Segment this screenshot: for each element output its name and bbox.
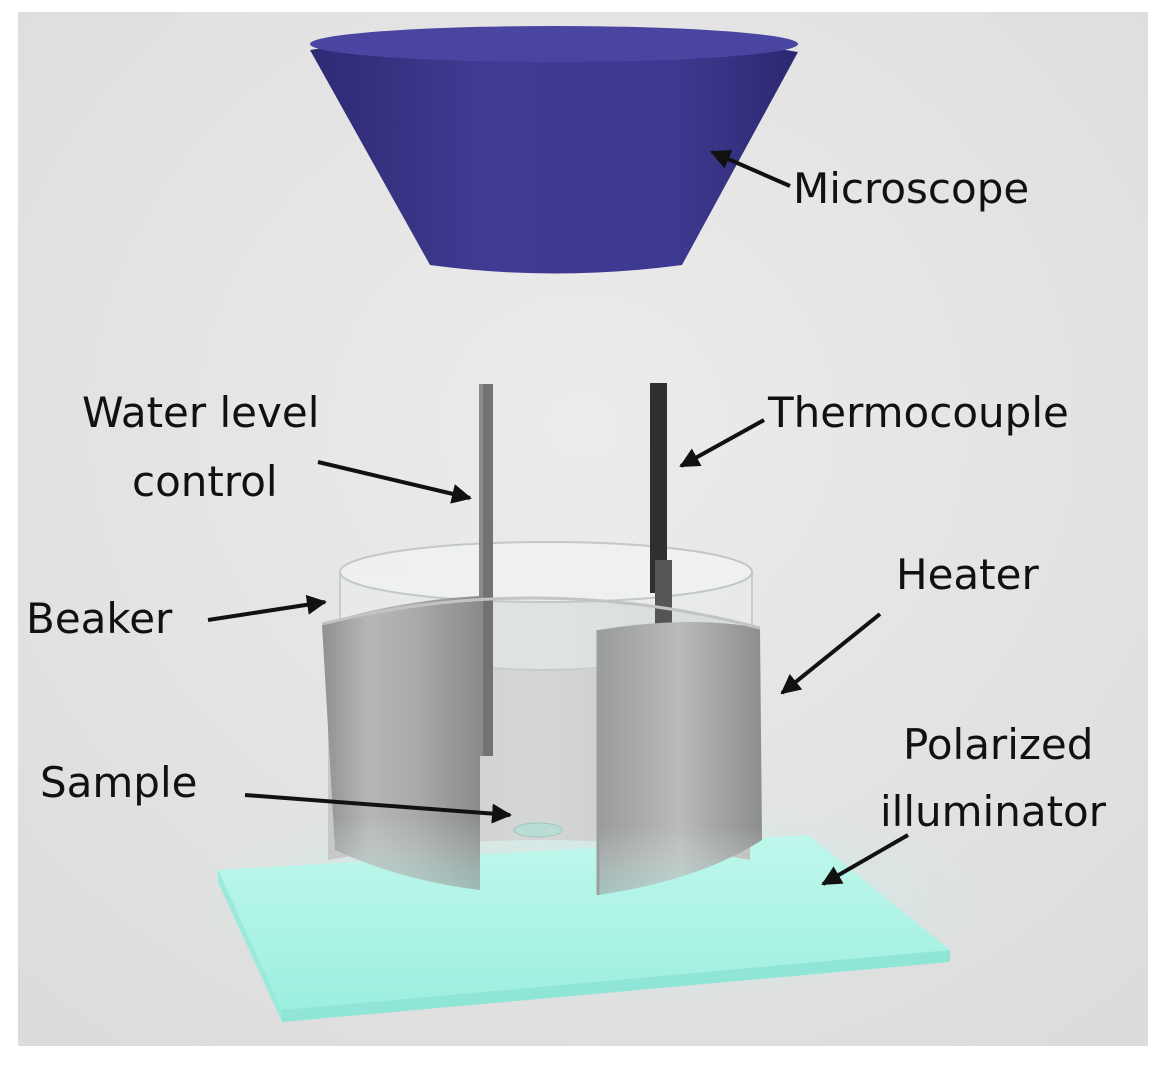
- label-water-level-line2: control: [132, 457, 278, 506]
- polarized-illuminator: [218, 835, 950, 1022]
- label-microscope: Microscope: [793, 164, 1029, 213]
- thermocouple-arrow: [679, 418, 765, 468]
- water-level-arrow: [317, 460, 472, 504]
- illuminator-arrow: [821, 833, 909, 886]
- microscope-arrow: [710, 150, 791, 188]
- heater-arrow: [780, 612, 882, 695]
- label-polarized-line2: illuminator: [880, 787, 1107, 836]
- heater-rim: [321, 596, 761, 630]
- water-level-control-rod: [479, 384, 493, 756]
- microscope-cone: [310, 26, 798, 274]
- label-water-level-line1: Water level: [82, 388, 319, 437]
- label-sample: Sample: [40, 758, 197, 807]
- label-beaker: Beaker: [26, 594, 173, 643]
- label-polarized-line1: Polarized: [903, 720, 1093, 769]
- sample-arrow: [244, 793, 512, 824]
- label-heater: Heater: [896, 550, 1039, 599]
- sample-disc: [513, 822, 563, 838]
- beaker-arrow: [207, 594, 327, 622]
- label-thermocouple: Thermocouple: [767, 388, 1069, 437]
